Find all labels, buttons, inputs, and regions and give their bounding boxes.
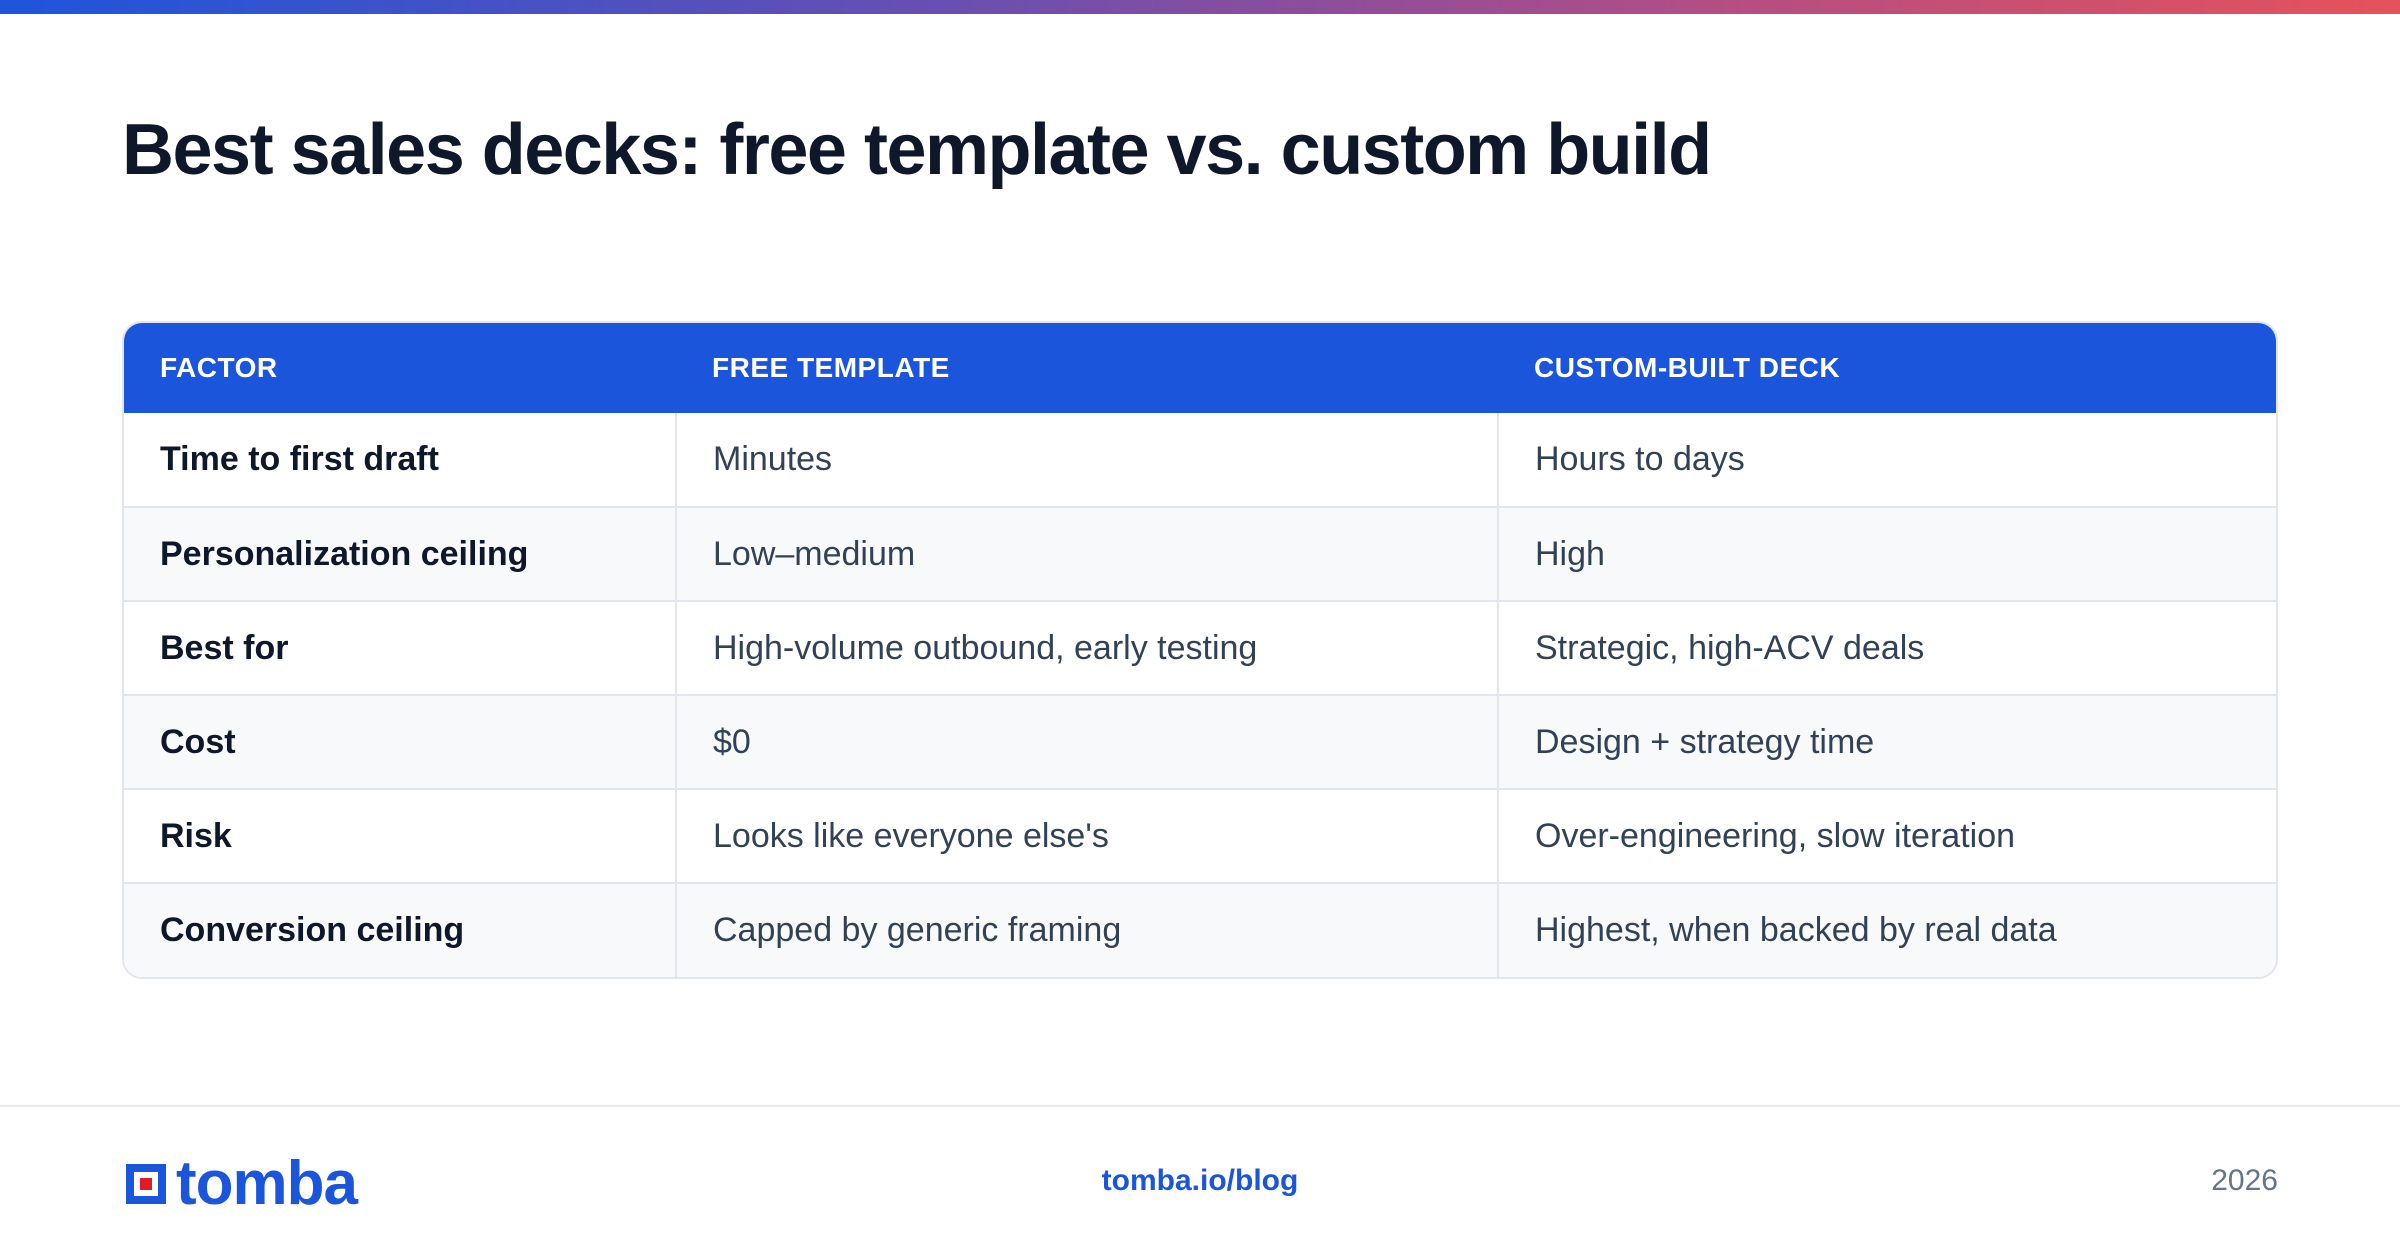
page-title: Best sales decks: free template vs. cust… — [122, 110, 1712, 190]
table-row: Personalization ceiling Low–medium High — [124, 506, 2276, 601]
table-row: Time to first draft Minutes Hours to day… — [124, 413, 2276, 507]
tomba-logo-icon — [126, 1164, 166, 1204]
factor-cell: Time to first draft — [160, 440, 439, 478]
top-gradient-bar — [0, 0, 2400, 14]
factor-cell: Personalization ceiling — [124, 506, 676, 601]
comparison-table: FACTOR FREE TEMPLATE CUSTOM-BUILT DECK T… — [122, 321, 2278, 979]
free-template-cell: High-volume outbound, early testing — [675, 600, 1498, 695]
free-template-cell: Capped by generic framing — [675, 882, 1498, 977]
table-row: Conversion ceiling Capped by generic fra… — [124, 882, 2276, 977]
free-template-cell: Low–medium — [675, 506, 1498, 601]
factor-cell: Best for — [124, 600, 676, 695]
footer-year: 2026 — [2211, 1164, 2278, 1197]
custom-deck-cell: Highest, when backed by real data — [1497, 882, 2276, 977]
free-template-cell: $0 — [675, 694, 1498, 789]
footer-divider — [0, 1105, 2400, 1107]
tomba-logo: tomba — [122, 1149, 358, 1218]
custom-deck-cell: Design + strategy time — [1497, 694, 2276, 789]
header-free-template: FREE TEMPLATE — [676, 323, 1498, 413]
header-factor: FACTOR — [124, 323, 676, 413]
blog-link[interactable]: tomba.io/blog — [1101, 1164, 1299, 1197]
table-row: Cost $0 Design + strategy time — [124, 694, 2276, 789]
table-header: FACTOR FREE TEMPLATE CUSTOM-BUILT DECK — [124, 323, 2276, 413]
free-template-cell: Looks like everyone else's — [675, 788, 1498, 883]
custom-deck-cell: Strategic, high-ACV deals — [1497, 600, 2276, 695]
free-template-cell: Minutes — [675, 413, 1498, 507]
custom-deck-cell: Over-engineering, slow iteration — [1497, 788, 2276, 883]
custom-deck-cell: Hours to days — [1497, 413, 2276, 507]
table-row: Risk Looks like everyone else's Over-eng… — [124, 788, 2276, 883]
table-row: Best for High-volume outbound, early tes… — [124, 600, 2276, 695]
header-custom-built-deck: CUSTOM-BUILT DECK — [1498, 323, 2276, 413]
factor-cell: Conversion ceiling — [124, 882, 676, 977]
factor-cell: Cost — [124, 694, 676, 789]
logo-wordmark: tomba — [176, 1149, 358, 1218]
custom-deck-cell: High — [1497, 506, 2276, 601]
factor-cell: Risk — [124, 788, 676, 883]
